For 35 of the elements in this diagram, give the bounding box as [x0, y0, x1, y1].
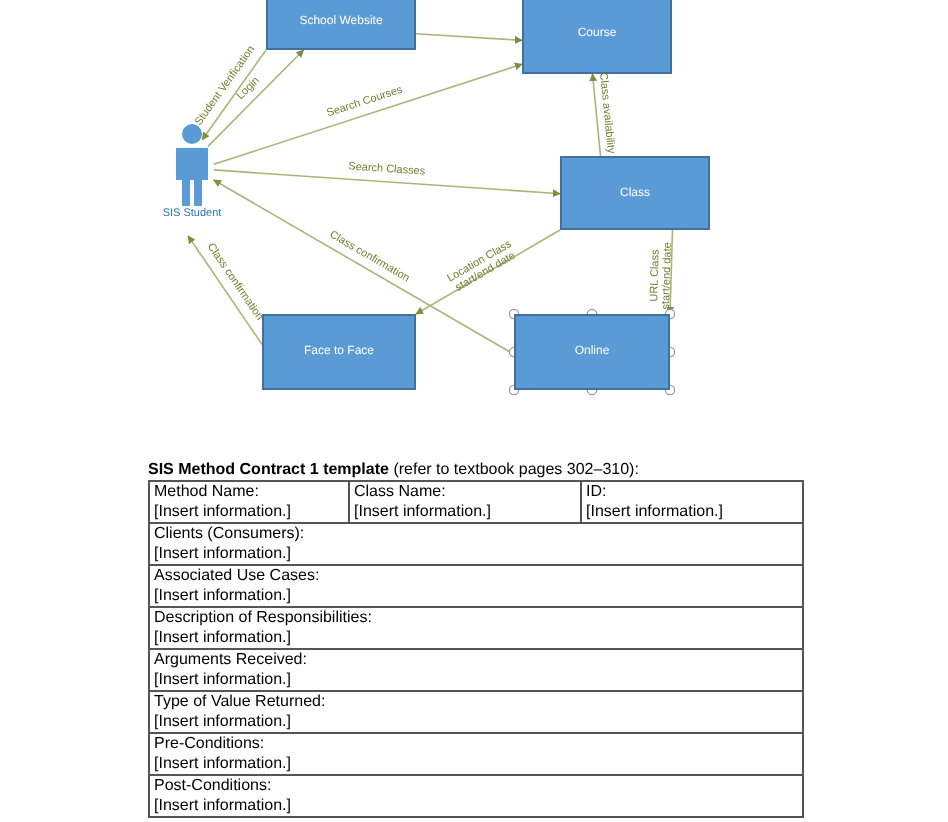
process-box	[266, 0, 416, 50]
process-box	[262, 314, 416, 390]
cell-text: [Insert information.]	[154, 586, 293, 606]
arrow	[415, 32, 523, 44]
cell-text: [Insert information.]	[154, 754, 293, 774]
table-title: SIS Method Contract 1 template (refer to textbook pages 302–310):	[148, 458, 641, 480]
cell-text: Class Name:	[354, 482, 448, 502]
process-box	[560, 156, 710, 230]
cell-text: [Insert information.]	[354, 502, 493, 522]
arrow	[212, 179, 515, 356]
arrow	[212, 169, 561, 198]
cell-text: Type of Value Returned:	[154, 692, 328, 712]
cell-text: [Insert information.]	[154, 544, 293, 564]
cell-text: [Insert information.]	[154, 502, 293, 522]
process-box	[522, 0, 672, 74]
cell-text: Description of Responsibilities:	[154, 608, 374, 628]
cell-text: [Insert information.]	[154, 796, 293, 816]
cell-text: [Insert information.]	[154, 670, 293, 690]
cell-text: Associated Use Cases:	[154, 566, 322, 586]
cell-text: Arguments Received:	[154, 650, 309, 670]
arrow	[212, 62, 523, 166]
cell-text: ID:	[586, 482, 609, 502]
arrow	[666, 229, 675, 315]
cell-text: Post-Conditions:	[154, 776, 274, 796]
cell-text: [Insert information.]	[154, 712, 293, 732]
cell-text: [Insert information.]	[154, 628, 293, 648]
arrow	[187, 235, 263, 346]
arrow	[415, 229, 561, 315]
cell-text: [Insert information.]	[586, 502, 725, 522]
cell-text: Method Name:	[154, 482, 261, 502]
arrow	[201, 49, 267, 141]
cell-text: Clients (Consumers):	[154, 524, 307, 544]
arrow	[589, 73, 602, 157]
arrow	[207, 49, 305, 148]
cell-text: Pre-Conditions:	[154, 734, 267, 754]
